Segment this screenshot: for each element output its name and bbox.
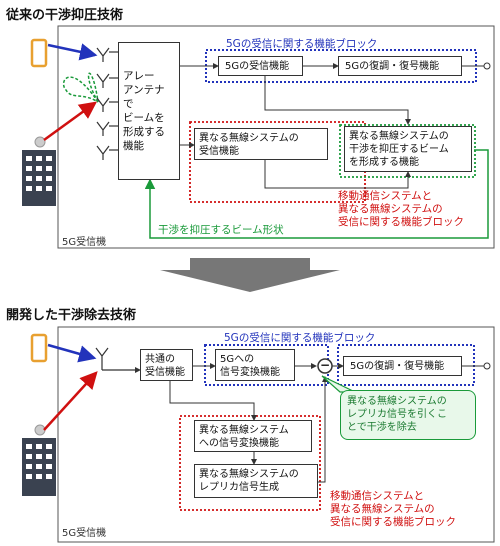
group-other-label-bottom: 移動通信システムと 異なる無線システムの 受信に関する機能ブロック [330,490,456,528]
callout-box: 異なる無線システムの レプリカ信号を引くこ とで干渉を除去 [340,390,476,440]
top-receiver-frame [57,25,495,249]
group-other-label-top: 移動通信システムと 異なる無線システムの 受信に関する機能ブロック [338,190,464,228]
antenna-icon-bottom [95,347,138,371]
convert-other-box: 異なる無線システム への信号変換機能 [194,420,312,452]
beam-former-box: 異なる無線システムの 干渉を抑圧するビーム を形成する機能 [344,126,472,172]
array-antenna-box: アレー アンテナで ビームを 形成する 機能 [118,42,180,180]
convert-5g-box: 5Gへの 信号変換機能 [215,349,295,381]
group-5g-label-bottom: 5Gの受信に関する機能ブロック [224,332,376,344]
replica-gen-box: 異なる無線システムの レプリカ信号生成 [194,464,318,498]
phone-icon-bottom [30,333,48,363]
group-5g-label: 5Gの受信に関する機能ブロック [226,38,378,50]
decode-box-top: 5Gの復調・復号機能 [338,56,462,76]
receiver-label-bottom: 5G受信機 [62,528,107,539]
building-icon-bottom [22,424,56,496]
beam-shape-label: 干渉を抑圧するビーム形状 [158,224,284,236]
bottom-receiver-frame [57,326,495,543]
antenna-array-icon [96,47,118,160]
phone-icon [30,38,48,68]
decode-box-bottom: 5Gの復調・復号機能 [343,356,462,376]
top-section-title: 従来の干渉抑圧技術 [6,8,124,23]
bottom-section-title: 開発した干渉除去技術 [6,308,137,323]
minus-icon: − [320,358,331,372]
common-rx-box: 共通の 受信機能 [140,349,193,381]
rx-5g-box: 5Gの受信機能 [218,56,303,76]
receiver-label-top: 5G受信機 [62,237,107,248]
building-icon [22,136,56,206]
other-rx-box: 異なる無線システムの 受信機能 [194,128,328,160]
